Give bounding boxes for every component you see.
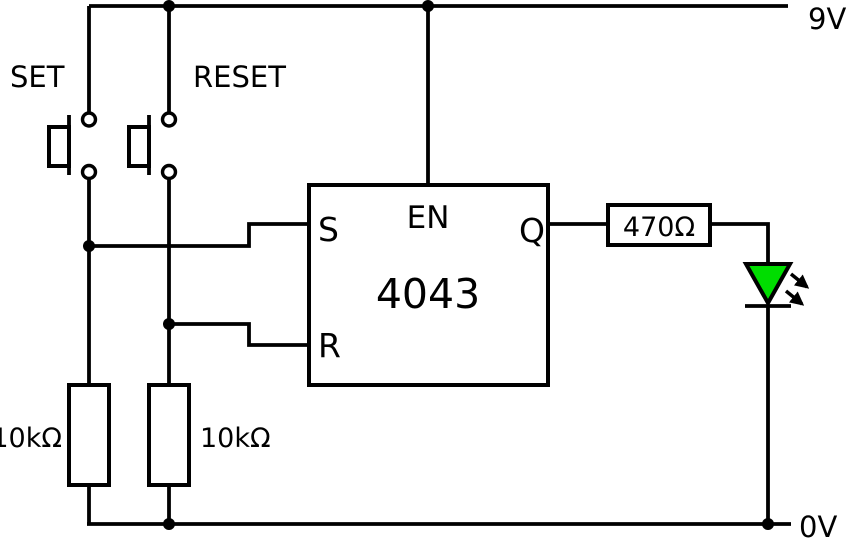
- set-button-label: SET: [10, 60, 65, 94]
- button-cap: [127, 125, 151, 168]
- ic-4043: S EN Q R 4043: [307, 6, 550, 387]
- resistor-body: [67, 383, 111, 487]
- reset-pulldown-resistor: 10kΩ: [147, 383, 271, 524]
- button-cap: [47, 125, 71, 168]
- pin-label-q: Q: [519, 211, 545, 250]
- pin-label-s: S: [318, 210, 339, 249]
- top-rail-label: 9V: [808, 2, 846, 36]
- set-pulldown-resistor: 10kΩ: [0, 383, 111, 524]
- bottom-power-rail: 0V: [87, 510, 837, 542]
- junction-dot: [163, 518, 175, 530]
- set-pushbutton: [47, 111, 98, 181]
- led: [742, 262, 810, 524]
- bottom-rail-label: 0V: [799, 510, 837, 542]
- resistor-body: [606, 203, 712, 247]
- resistor-value: 470Ω: [623, 212, 695, 243]
- ic-body: [307, 183, 550, 387]
- resistor-value: 10kΩ: [0, 423, 62, 454]
- wire-segment: [710, 222, 770, 264]
- pin-label-en: EN: [407, 200, 450, 236]
- led-series-resistor: 470Ω: [548, 203, 770, 264]
- button-terminal: [160, 111, 178, 128]
- pin-label-r: R: [318, 326, 341, 365]
- top-power-rail: 9V: [89, 0, 846, 36]
- reset-button-label: RESET: [193, 60, 286, 94]
- led-triangle: [742, 262, 794, 308]
- set-button-branch: SET: [10, 6, 98, 385]
- button-terminal: [160, 163, 178, 181]
- led-emission-arrow: [789, 272, 810, 289]
- reset-pushbutton: [127, 111, 178, 181]
- button-terminal: [80, 163, 98, 181]
- reset-input-wire: [169, 322, 309, 347]
- ic-part-number: 4043: [376, 270, 480, 318]
- reset-button-branch: RESET: [127, 6, 286, 385]
- led-emission-arrow: [784, 289, 805, 306]
- resistor-body: [147, 383, 191, 487]
- set-input-wire: [89, 222, 309, 248]
- junction-dot: [762, 518, 774, 530]
- resistor-value: 10kΩ: [200, 423, 271, 454]
- button-terminal: [80, 111, 98, 128]
